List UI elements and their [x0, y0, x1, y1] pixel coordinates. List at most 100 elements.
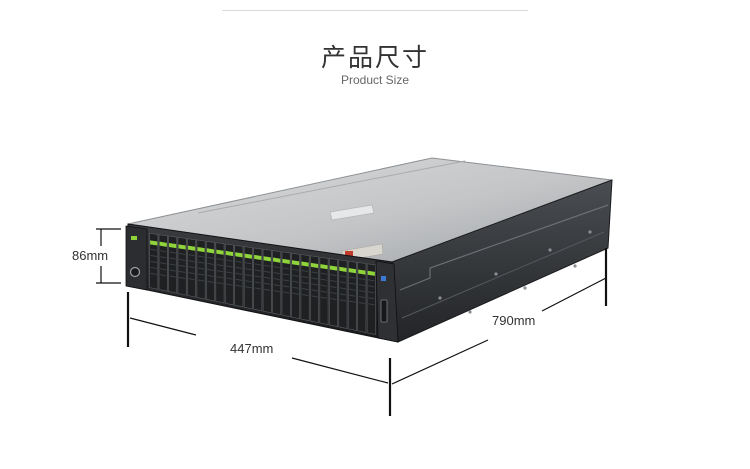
drive-accent — [282, 258, 290, 265]
drive-vent — [301, 288, 309, 291]
drive-accent — [216, 249, 224, 255]
drive-vent — [226, 265, 233, 268]
drive-vent — [169, 251, 176, 254]
dimension-depth-label: 790mm — [492, 313, 536, 328]
drive-accent — [254, 254, 262, 261]
drive-vent — [235, 272, 243, 275]
drive-vent — [235, 284, 243, 287]
drive-bay[interactable] — [366, 263, 376, 335]
drive-vent — [282, 291, 290, 294]
drive-vent — [282, 285, 290, 288]
drive-vent — [254, 275, 261, 278]
drive-bay[interactable] — [206, 240, 215, 302]
drive-accent — [263, 256, 271, 262]
drive-vent — [178, 264, 186, 267]
drive-vent — [273, 278, 280, 281]
drive-vent — [216, 282, 224, 285]
drive-accent — [367, 270, 375, 276]
drive-vent — [159, 256, 167, 259]
drive-vent — [358, 289, 366, 293]
drive-vent — [301, 270, 309, 273]
drive-vent — [292, 268, 299, 271]
drive-bay[interactable] — [187, 238, 196, 298]
drive-accent — [187, 245, 196, 251]
drive-vent — [273, 284, 280, 287]
drive-bay[interactable] — [243, 246, 253, 310]
drive-vent — [197, 261, 205, 264]
drive-vent — [207, 256, 214, 259]
drive-vent — [368, 291, 375, 294]
drive-vent — [358, 277, 366, 281]
drive-vent — [188, 272, 195, 275]
side-rail — [399, 204, 609, 291]
drive-vent — [330, 291, 337, 295]
drive-vent — [311, 283, 318, 286]
drive-vent — [320, 272, 328, 275]
drive-vent — [188, 260, 195, 263]
drive-vent — [245, 262, 252, 265]
drive-vent — [150, 266, 157, 270]
drive-vent — [358, 301, 366, 305]
drive-vent — [226, 259, 233, 262]
drive-bay[interactable] — [196, 239, 206, 300]
dimension-height-label: 86mm — [72, 248, 109, 263]
drive-vent — [349, 276, 356, 279]
drive-bay[interactable] — [149, 233, 159, 290]
usb-port — [380, 299, 388, 323]
dimension-lines — [96, 228, 608, 416]
drive-vent — [188, 254, 195, 257]
drive-vent — [197, 267, 205, 270]
side-rail-lower — [401, 231, 605, 319]
drive-vent — [178, 258, 186, 261]
drive-vent — [245, 280, 252, 283]
page-title: 产品尺寸 — [320, 43, 429, 72]
drive-vent — [320, 278, 328, 281]
drive-vent — [358, 283, 366, 287]
drive-vent — [368, 285, 375, 288]
drive-vent — [320, 284, 328, 287]
drive-vent — [330, 285, 337, 289]
drive-vent — [330, 273, 337, 277]
page-subtitle: Product Size — [340, 73, 410, 87]
drive-vent — [197, 279, 205, 282]
drive-vent — [216, 276, 224, 279]
left-ear — [125, 225, 148, 291]
drive-vent — [216, 264, 224, 267]
drive-vent — [178, 270, 186, 273]
drive-vent — [339, 287, 347, 290]
dimension-width-label: 447mm — [230, 341, 274, 356]
drive-vent — [264, 264, 271, 267]
drive-vent — [159, 262, 167, 265]
drive-accent — [159, 241, 167, 247]
drive-vent — [311, 289, 318, 292]
drive-vent — [292, 286, 299, 289]
drive-vent — [301, 282, 309, 285]
drive-accent — [358, 269, 366, 275]
drive-accent — [273, 257, 281, 263]
drive-vent — [207, 274, 214, 277]
warning-label-mark — [345, 251, 353, 258]
drive-vent — [159, 250, 167, 253]
drive-vent — [207, 268, 214, 271]
drive-vent — [188, 266, 195, 269]
power-button[interactable] — [129, 266, 141, 278]
drive-vent — [349, 294, 356, 297]
drive-bay[interactable] — [215, 242, 225, 304]
drive-vent — [292, 274, 299, 277]
drive-vent — [254, 269, 261, 272]
drive-vent — [330, 297, 337, 301]
drive-vent — [235, 260, 243, 263]
drive-vent — [216, 258, 224, 261]
drive-accent — [150, 240, 158, 246]
drive-vent — [150, 248, 157, 252]
drive-bay[interactable] — [224, 243, 234, 306]
drive-vent — [358, 295, 366, 299]
drive-accent — [225, 250, 234, 257]
drive-vent — [188, 278, 195, 281]
drive-bay[interactable] — [234, 244, 244, 308]
drive-vent — [178, 252, 186, 255]
drive-vent — [245, 268, 252, 271]
drive-vent — [311, 277, 318, 280]
